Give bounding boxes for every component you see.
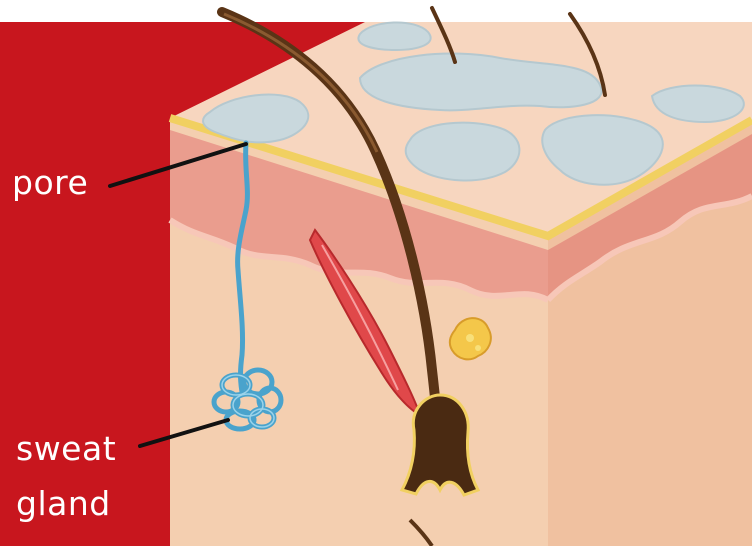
- sweat-gland-label-line2: gland: [16, 485, 111, 523]
- surface-patch-6: [358, 22, 430, 50]
- pore-label: pore: [12, 164, 88, 202]
- sweat-gland-label-line1: sweat: [16, 430, 116, 468]
- gland-lobule-2: [475, 345, 481, 351]
- surface-patch-3: [406, 123, 520, 181]
- gland-lobule-1: [466, 334, 474, 342]
